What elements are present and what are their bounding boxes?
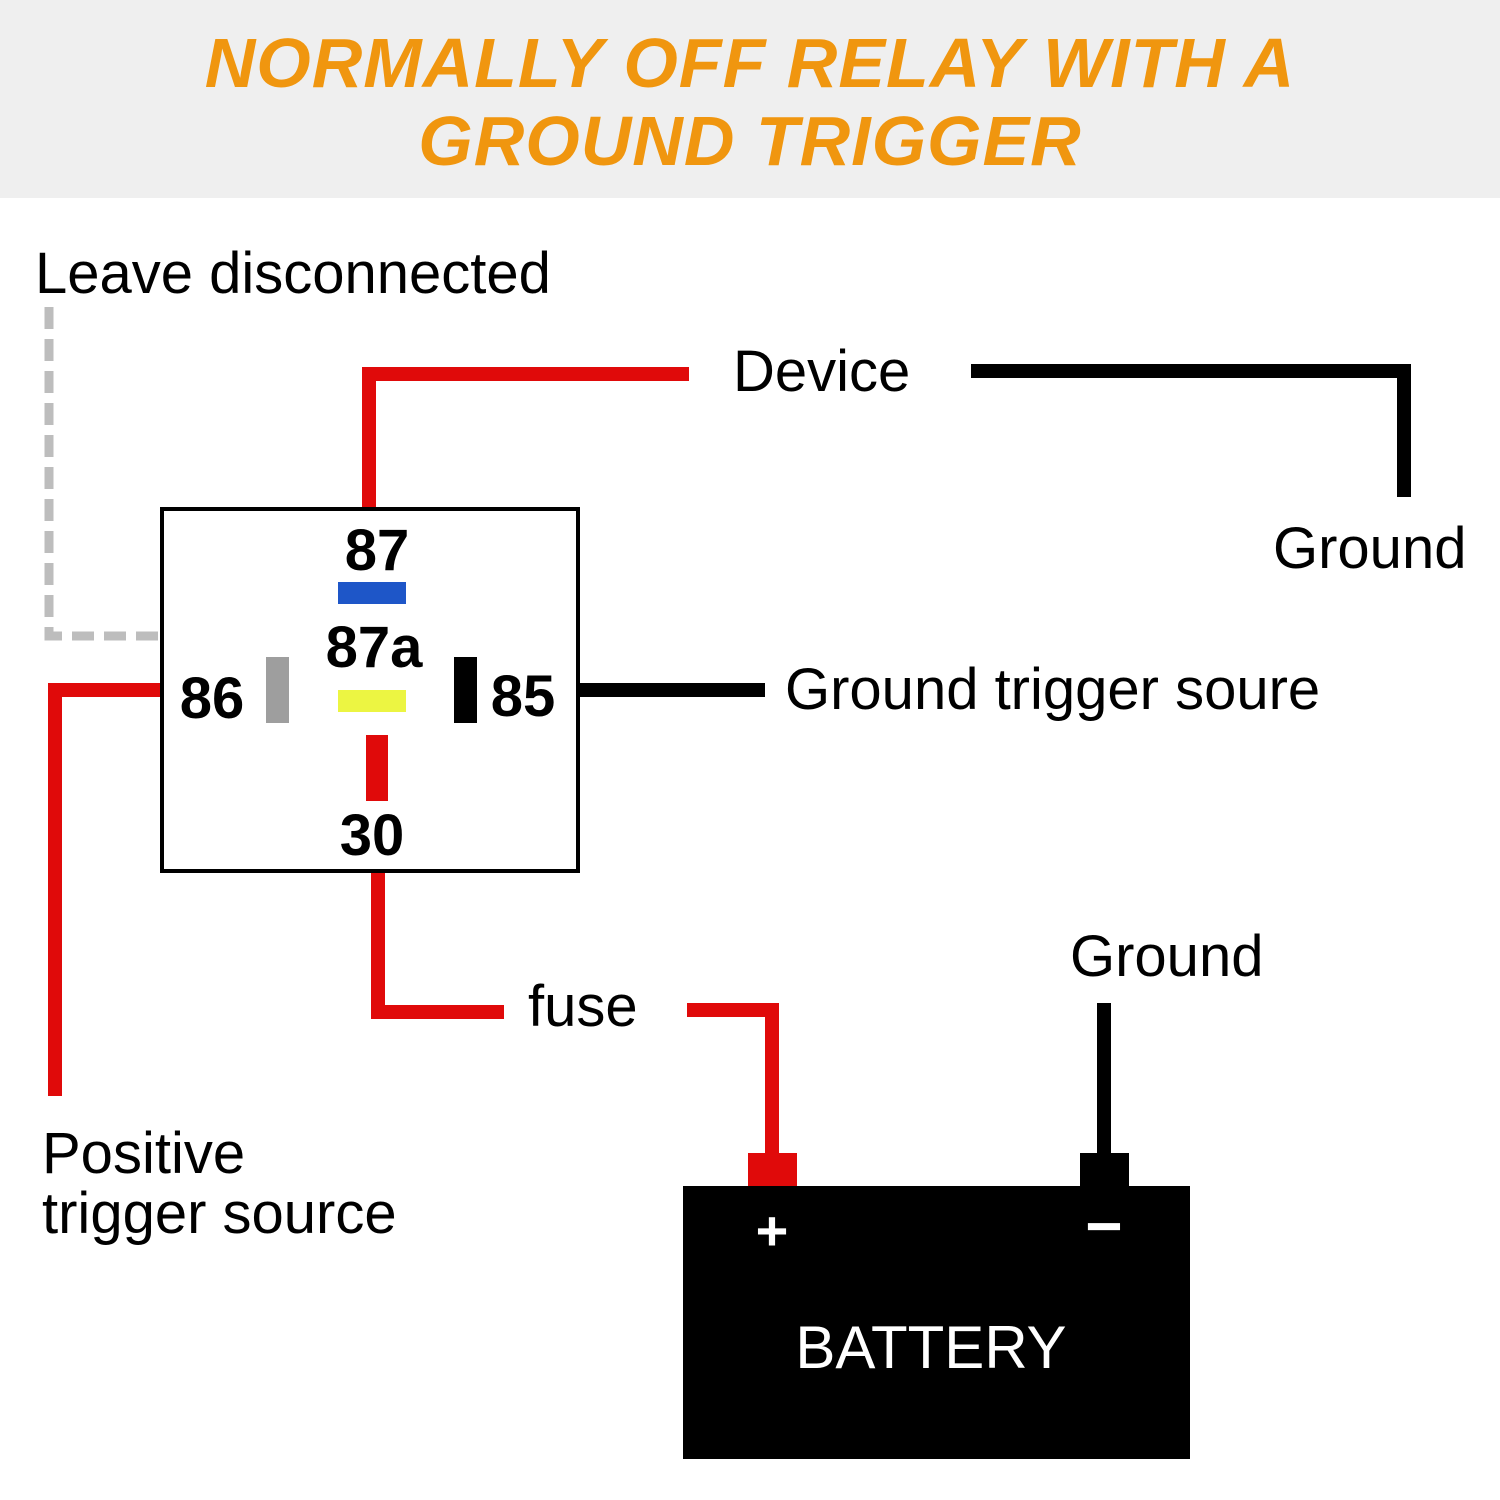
- wire-86-to-positive-trigger: [48, 683, 162, 1096]
- pin-30-label: 30: [340, 803, 405, 868]
- pin-87-bar: [338, 582, 406, 604]
- wire-87-to-device: [362, 367, 689, 507]
- title-banner: NORMALLY OFF RELAY WITH A GROUND TRIGGER: [0, 0, 1500, 198]
- pin-85-bar: [454, 657, 477, 723]
- battery-plus-sign: +: [756, 1199, 789, 1262]
- label-device: Device: [733, 339, 910, 404]
- wire-87a-disconnected: [44, 307, 320, 641]
- label-ground-battery: Ground: [1070, 924, 1263, 989]
- label-leave-disconnected: Leave disconnected: [35, 241, 551, 306]
- wire-30-to-fuse: [371, 872, 504, 1019]
- battery-label: BATTERY: [795, 1314, 1066, 1381]
- battery-positive-terminal: [748, 1153, 797, 1189]
- pin-87a-bar: [338, 690, 406, 712]
- wire-fuse-to-battery-positive: [687, 1003, 779, 1160]
- pin-87a-label: 87a: [326, 615, 424, 680]
- pin-86-label: 86: [180, 666, 245, 731]
- title-line-2: GROUND TRIGGER: [418, 102, 1082, 180]
- battery-negative-terminal: [1080, 1153, 1129, 1189]
- label-ground-device: Ground: [1273, 516, 1466, 581]
- label-positive-trigger-line1: Positive: [42, 1121, 245, 1186]
- pin-87-label: 87: [345, 518, 410, 583]
- label-ground-trigger-source: Ground trigger soure: [785, 657, 1320, 722]
- wire-device-to-ground: [971, 364, 1411, 497]
- battery-minus-sign: −: [1085, 1190, 1122, 1262]
- pin-86-bar: [266, 657, 289, 723]
- pin-30-bar: [366, 735, 388, 801]
- pin-85-label: 85: [491, 664, 556, 729]
- label-positive-trigger-line2: trigger source: [42, 1181, 397, 1246]
- battery: [683, 1186, 1190, 1459]
- label-fuse: fuse: [528, 974, 638, 1039]
- title-line-1: NORMALLY OFF RELAY WITH A: [204, 24, 1296, 102]
